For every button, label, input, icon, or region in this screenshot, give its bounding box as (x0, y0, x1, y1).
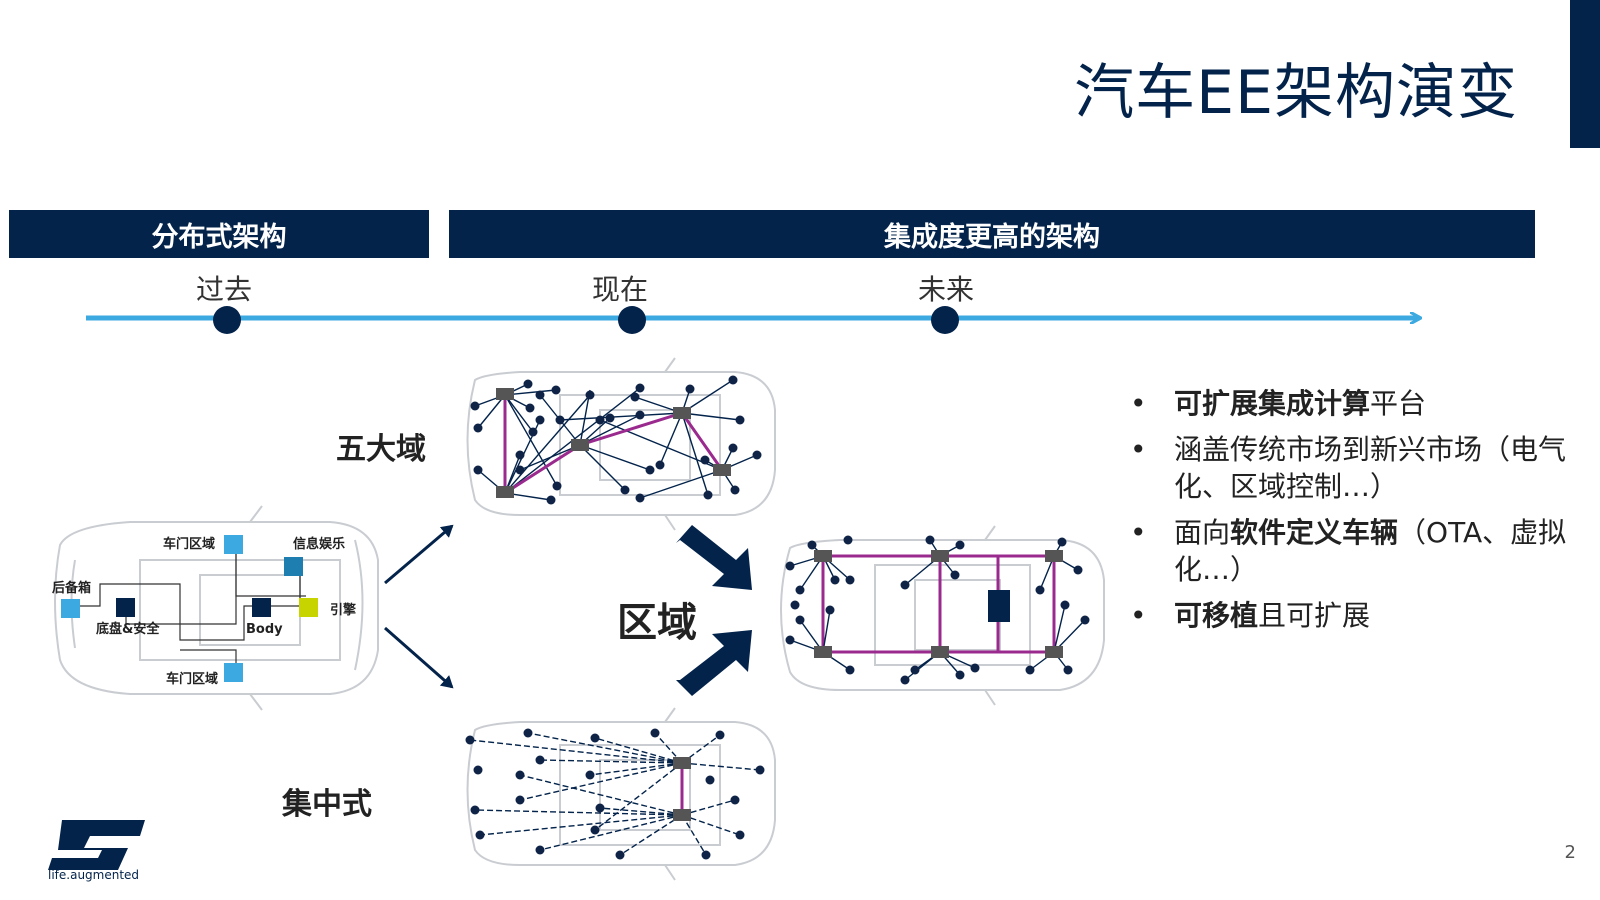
label-door-top: 车门区域 (163, 537, 216, 552)
band-integrated: 集成度更高的架构 (449, 210, 1535, 258)
timeline-label-past: 过去 (196, 273, 253, 306)
ecu-body (252, 598, 271, 617)
centralized-links (469, 732, 761, 856)
five-domain-car (466, 357, 776, 531)
arrow-central-to-zone (676, 630, 752, 696)
bullet-text-pre: 面向 (1174, 516, 1231, 549)
band-integrated-label: 集成度更高的架构 (884, 221, 1100, 253)
zone-nodes (785, 535, 1090, 685)
page-number: 2 (1564, 842, 1576, 863)
band-distributed-label: 分布式架构 (151, 221, 287, 253)
logo-tagline: life.augmented (48, 868, 140, 882)
bullet-markets: • 涵盖传统市场到新兴市场（电气化、区域控制…） (1130, 431, 1570, 505)
ecu-engine (299, 598, 318, 617)
zone-controllers (814, 550, 1063, 658)
bullet-bold: 可扩展集成计算 (1174, 387, 1371, 420)
five-domain-backbone (503, 395, 724, 495)
zone-central-compute (988, 590, 1010, 622)
label-zone: 区域 (617, 600, 697, 646)
zone-car (780, 525, 1105, 706)
bullet-dot: • (1130, 516, 1147, 549)
five-domain-controllers (496, 388, 731, 498)
bullet-text: 涵盖传统市场到新兴市场（电气化、区域控制…） (1174, 433, 1567, 503)
bullet-text: （OTA、虚拟化…） (1174, 516, 1567, 586)
bullet-bold: 可移植 (1174, 599, 1259, 632)
timeline-dot-future (931, 306, 959, 334)
bullet-dot: • (1130, 599, 1147, 632)
bullet-portable: • 可移植且可扩展 (1130, 597, 1570, 634)
label-chassis: 底盘&安全 (96, 622, 160, 637)
ecu-trunk (61, 599, 80, 618)
label-centralized: 集中式 (282, 787, 372, 822)
label-door-bottom: 车门区域 (166, 672, 219, 687)
bullet-text: 且可扩展 (1258, 599, 1371, 632)
bullet-software-defined: • 面向软件定义车辆（OTA、虚拟化…） (1130, 514, 1570, 588)
label-engine: 引擎 (330, 603, 357, 618)
bullet-dot: • (1130, 387, 1147, 420)
five-domain-links (474, 379, 758, 501)
bullet-bold: 软件定义车辆 (1230, 516, 1399, 549)
ecu-door-bottom (224, 663, 243, 682)
label-infotainment: 信息娱乐 (293, 537, 346, 552)
title-accent-bar (1570, 0, 1600, 148)
timeline-label-future: 未来 (918, 273, 975, 306)
bullet-text: 平台 (1370, 387, 1427, 420)
label-five-domains: 五大域 (336, 432, 426, 467)
distributed-car (54, 505, 379, 711)
centralized-controllers (673, 757, 691, 821)
bullet-scalable-compute: • 可扩展集成计算平台 (1130, 385, 1570, 422)
zone-backbone (821, 554, 1056, 654)
ecu-door-top (224, 535, 243, 554)
ecu-infotainment (284, 557, 303, 576)
bullet-dot: • (1130, 433, 1147, 466)
feature-list: • 可扩展集成计算平台 • 涵盖传统市场到新兴市场（电气化、区域控制…） • 面向软件… (1130, 385, 1570, 643)
distributed-wiring (74, 548, 306, 676)
centralized-nodes (465, 728, 765, 860)
band-distributed: 分布式架构 (9, 210, 429, 258)
timeline-dot-present (618, 306, 646, 334)
five-domain-nodes (470, 375, 762, 505)
page-title: 汽车EE架构演变 (1074, 58, 1518, 128)
timeline-label-present: 现在 (592, 273, 649, 306)
arrow-to-centralized (384, 626, 454, 689)
label-trunk: 后备箱 (52, 581, 92, 596)
st-logo-icon (48, 820, 145, 870)
timeline-dot-past (213, 306, 241, 334)
arrow-five-to-zone (676, 525, 752, 590)
ecu-chassis (116, 598, 135, 617)
label-body: Body (246, 622, 283, 637)
arrow-to-five-domains (384, 524, 454, 585)
